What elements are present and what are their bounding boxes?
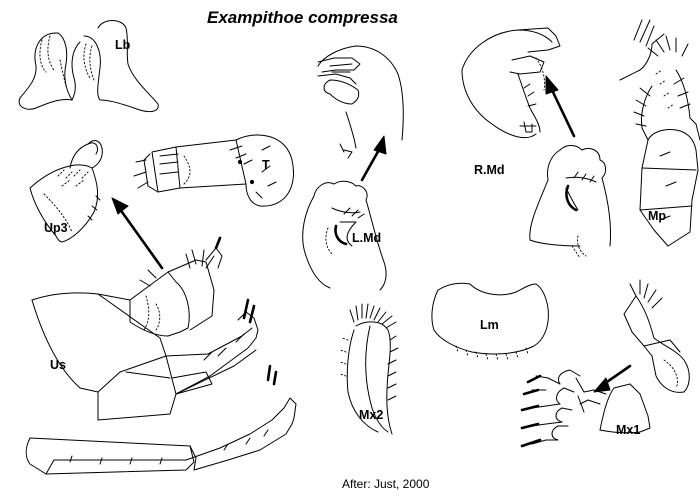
- label-mx2: Mx2: [359, 408, 384, 422]
- drawing-rmd-right-mandible-view2: [529, 145, 611, 259]
- label-lmd: L.Md: [352, 231, 382, 245]
- drawing-up3-uropod-3: [29, 140, 103, 243]
- drawing-us-urosome: [25, 236, 297, 475]
- figure-title: Exampithoe compressa: [207, 8, 398, 27]
- drawing-lmd-left-mandible: [317, 45, 404, 159]
- drawing-mx1-maxilla-1: [520, 279, 690, 448]
- label-lb: Lb: [115, 38, 131, 52]
- arrow-lmd: [360, 135, 387, 182]
- label-lm: Lm: [480, 318, 499, 332]
- label-up3: Up3: [44, 221, 68, 235]
- label-t: T: [262, 158, 270, 172]
- drawing-lb-lower-lip: [18, 20, 159, 113]
- drawing-mp-maxilliped: [619, 19, 700, 247]
- drawing-lmd-left-mandible-view2: [302, 180, 387, 291]
- arrow-us-to-up3: [111, 197, 164, 270]
- label-rmd: R.Md: [474, 163, 505, 177]
- arrow-rmd: [545, 75, 576, 138]
- label-mx1: Mx1: [616, 423, 641, 437]
- figure-credit: After: Just, 2000: [342, 477, 430, 491]
- label-mp: Mp: [648, 209, 667, 223]
- drawing-t-telson: [133, 134, 294, 207]
- drawing-lm-upper-lip: [431, 282, 549, 361]
- label-us: Us: [50, 358, 66, 372]
- arrow-mx1: [593, 364, 632, 393]
- drawing-mx2-maxilla-2: [339, 303, 399, 435]
- drawing-rmd-right-mandible: [461, 27, 561, 139]
